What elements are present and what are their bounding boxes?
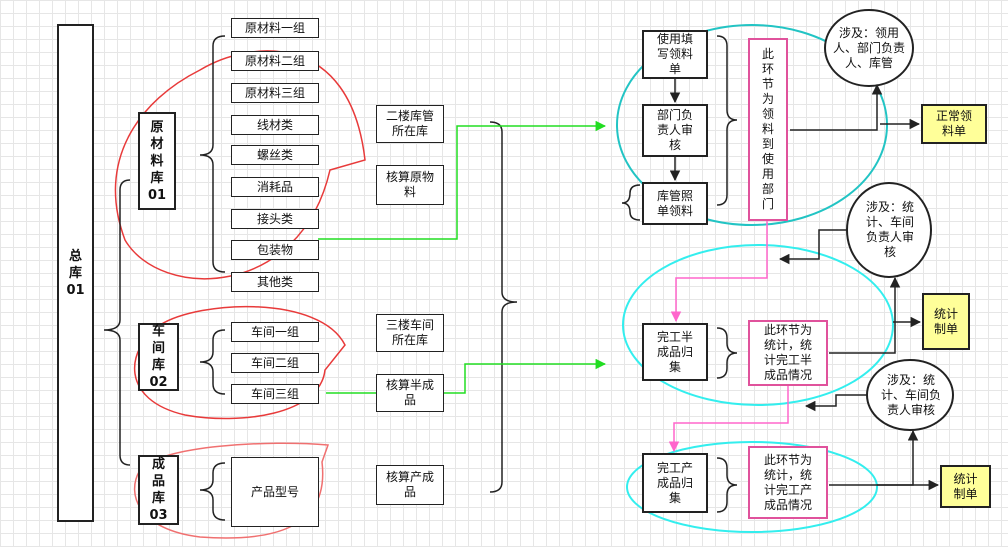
process3-result[interactable]: 统计 制单 bbox=[940, 465, 991, 508]
process3-note-box[interactable]: 此环节为 统计，统 计完工产 成品情况 bbox=[748, 446, 828, 519]
workshop-warehouse[interactable]: 车 间 库 02 bbox=[138, 323, 179, 391]
process3-ellipse bbox=[626, 441, 878, 533]
arrow-note2-to-involves2 bbox=[829, 276, 901, 354]
finished-brace bbox=[199, 462, 226, 521]
product-model-box[interactable]: 产品型号 bbox=[231, 457, 319, 527]
calc-raw-box[interactable]: 核算原物 料 bbox=[376, 165, 444, 205]
finished-collection-box[interactable]: 完工产 成品归 集 bbox=[642, 453, 708, 513]
raw-group-item[interactable]: 原材料二组 bbox=[231, 51, 319, 71]
raw-group-item[interactable]: 原材料一组 bbox=[231, 18, 319, 38]
process2-ellipse bbox=[622, 244, 894, 406]
process2-note-box[interactable]: 此环节为 统计，统 计完工半 成品情况 bbox=[748, 320, 828, 386]
arrow-involves3-to-ellipse bbox=[804, 394, 867, 412]
arrow-packaging-to-process1 bbox=[318, 120, 607, 240]
dept-review-box[interactable]: 部门负 责人审 核 bbox=[642, 104, 708, 157]
involves2-text: 涉及：统 计、车间 负责人审 核 bbox=[865, 200, 914, 259]
process1-note-box[interactable]: 此 环 节 为 领 料 到 使 用 部 门 bbox=[748, 38, 788, 221]
keeper-issue-box[interactable]: 库管照 单领料 bbox=[642, 182, 708, 225]
workshop-brace bbox=[199, 329, 226, 395]
arrow-note1-to-involves bbox=[790, 83, 883, 131]
raw-warehouse[interactable]: 原 材 料 库 01 bbox=[138, 112, 176, 210]
process1-left-brace bbox=[621, 184, 641, 221]
raw-group-item[interactable]: 消耗品 bbox=[231, 177, 319, 197]
main-warehouse[interactable]: 总 库 01 bbox=[57, 24, 94, 522]
arrow-note3-to-involves3 bbox=[829, 429, 919, 486]
floor3-store-box[interactable]: 三楼车间 所在库 bbox=[376, 314, 444, 352]
finished-warehouse[interactable]: 成 品 库 03 bbox=[138, 455, 179, 525]
raw-group-item[interactable]: 螺丝类 bbox=[231, 145, 319, 165]
involves1-circle bbox=[824, 9, 914, 87]
main-brace bbox=[103, 179, 131, 466]
semi-collection-box[interactable]: 完工半 成品归 集 bbox=[642, 323, 708, 381]
workshop-group-item[interactable]: 车间一组 bbox=[231, 322, 319, 342]
fill-requisition-box[interactable]: 使用填 写领料 单 bbox=[642, 30, 708, 79]
process1-brace bbox=[716, 35, 738, 206]
process1-ellipse bbox=[616, 24, 888, 226]
raw-group-item[interactable]: 接头类 bbox=[231, 209, 319, 229]
involves1-text: 涉及：领用 人、部门负责 人、库管 bbox=[832, 25, 905, 70]
process3-brace bbox=[716, 457, 738, 513]
workshop-group-item[interactable]: 车间三组 bbox=[231, 384, 319, 404]
location-brace bbox=[489, 121, 518, 493]
arrow-involves2-to-ellipse bbox=[778, 229, 847, 265]
workshop-group-bubble bbox=[133, 305, 346, 420]
raw-group-item[interactable]: 线材类 bbox=[231, 115, 319, 135]
calc-semi-box[interactable]: 核算半成 品 bbox=[376, 374, 444, 412]
arrow-note2-to-process3 bbox=[668, 385, 789, 453]
normal-requisition-result[interactable]: 正常领 料单 bbox=[921, 104, 987, 144]
raw-group-item[interactable]: 其他类 bbox=[231, 272, 319, 292]
arrow-workshop3-to-process2 bbox=[326, 358, 607, 394]
raw-group-item[interactable]: 原材料三组 bbox=[231, 83, 319, 103]
raw-brace bbox=[199, 35, 226, 273]
workshop-group-item[interactable]: 车间二组 bbox=[231, 353, 319, 373]
raw-group-item[interactable]: 包装物 bbox=[231, 240, 319, 260]
involves3-text: 涉及：统 计、车间负 责人审核 bbox=[880, 372, 941, 417]
process2-brace bbox=[716, 327, 738, 379]
arrow-note1-to-process2 bbox=[670, 221, 768, 323]
floor2-store-box[interactable]: 二楼库管 所在库 bbox=[376, 105, 444, 143]
process2-result[interactable]: 统计 制单 bbox=[922, 293, 970, 350]
calc-product-box[interactable]: 核算产成 品 bbox=[376, 465, 444, 505]
